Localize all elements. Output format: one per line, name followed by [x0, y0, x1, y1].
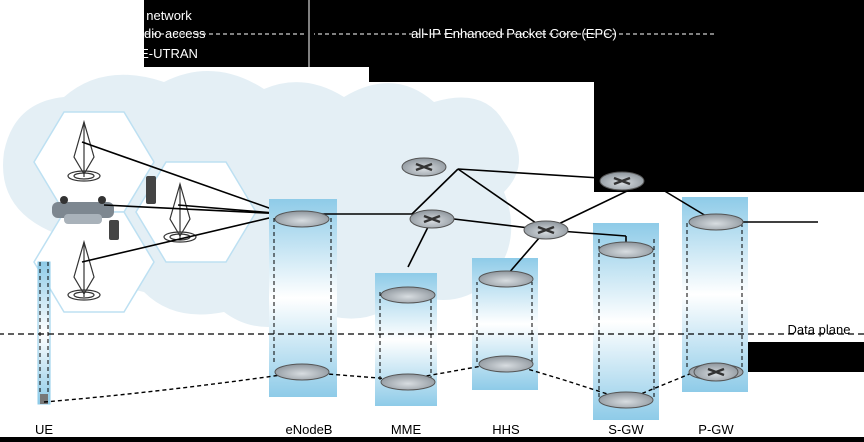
- enodeb-label: eNodeB: [286, 422, 333, 437]
- enodeb-control-disk: [274, 363, 330, 381]
- hhs-label: HHS: [492, 422, 520, 437]
- control-plane-label: Control plane: [780, 342, 857, 357]
- sgw-label: S-GW: [608, 422, 644, 437]
- antenna-icon: [163, 181, 197, 243]
- router-icon: [523, 220, 569, 240]
- hhs-control-disk: [478, 355, 534, 373]
- ue-label: UE: [35, 422, 53, 437]
- cylinder-outlines: [39, 218, 743, 397]
- router-icon: [409, 209, 455, 229]
- antenna-icon: [67, 239, 101, 301]
- radio-links: [81, 141, 287, 263]
- car-icon: [52, 196, 114, 224]
- mme-label: MME: [391, 422, 422, 437]
- sgw-control-disk: [598, 391, 654, 409]
- router-icon: [599, 171, 645, 191]
- pgw-disk: [688, 213, 744, 231]
- enodeb-disk: [274, 210, 330, 228]
- epc-title: all-IP Enhanced Packet Core (EPC): [411, 26, 617, 41]
- router-icon: [693, 362, 739, 382]
- data-plane-label: Data plane: [788, 322, 851, 337]
- mme-disk: [380, 286, 436, 304]
- control-path: [43, 361, 715, 403]
- sgw-disk: [598, 241, 654, 259]
- pgw-label: P-GW: [698, 422, 734, 437]
- eutran-line2: radio access: [133, 26, 206, 41]
- eutran-line1: E-UTRAN: [140, 46, 198, 61]
- ue-phone-icon: [40, 394, 48, 404]
- eutran-line3: network: [146, 8, 192, 23]
- router-icon: [401, 157, 447, 177]
- phone-icon: [146, 176, 156, 204]
- hhs-disk: [478, 270, 534, 288]
- phone-icon: [109, 220, 119, 240]
- mme-control-disk: [380, 373, 436, 391]
